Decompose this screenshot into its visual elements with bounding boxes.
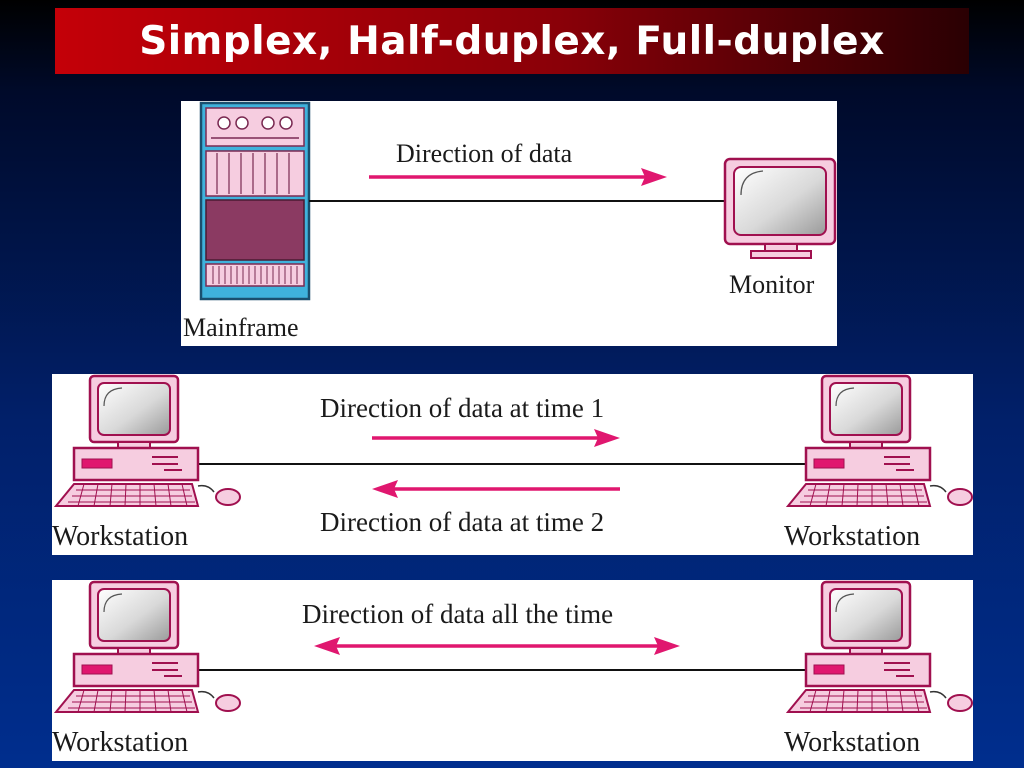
simplex-arrow-label: Direction of data [396, 139, 573, 168]
workstation-right-icon [786, 374, 973, 508]
arrow-right [369, 168, 667, 186]
mainframe-icon [199, 101, 311, 301]
half-duplex-diagram: Direction of data at time 1 Direction of… [52, 374, 973, 555]
workstation-right-label: Workstation [784, 521, 921, 552]
monitor-icon [723, 157, 837, 259]
all-time-label: Direction of data all the time [302, 599, 614, 629]
full-duplex-drawing [54, 580, 973, 714]
workstation-right-icon [786, 580, 973, 714]
simplex-diagram: Direction of data Monitor Mainframe [181, 101, 837, 346]
workstation-left-label: Workstation [52, 727, 189, 758]
arrow-left [372, 480, 620, 498]
time2-label: Direction of data at time 2 [320, 507, 605, 537]
simplex-drawing [199, 101, 837, 301]
monitor-label: Monitor [729, 270, 815, 299]
half-duplex-drawing [54, 374, 973, 508]
mainframe-label: Mainframe [183, 313, 299, 342]
arrow-bidirectional [314, 637, 680, 655]
workstation-left-label: Workstation [52, 521, 189, 552]
time1-label: Direction of data at time 1 [320, 393, 605, 423]
full-duplex-diagram: Direction of data all the time Workstati… [52, 580, 973, 761]
arrow-right [372, 429, 620, 447]
slide-title: Simplex, Half-duplex, Full-duplex [139, 18, 885, 64]
workstation-left-icon [54, 580, 242, 714]
workstation-right-label: Workstation [784, 727, 921, 758]
title-bar: Simplex, Half-duplex, Full-duplex [55, 8, 969, 74]
workstation-left-icon [54, 374, 242, 508]
